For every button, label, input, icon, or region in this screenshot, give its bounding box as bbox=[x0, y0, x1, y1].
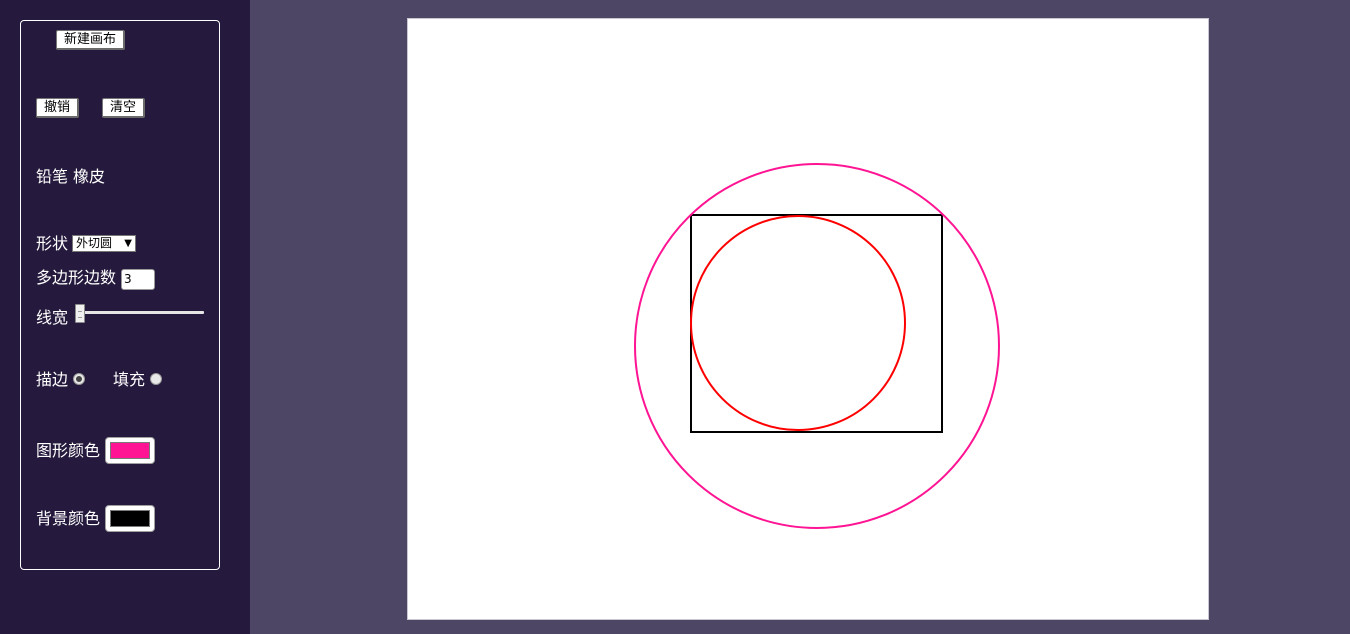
stroke-label: 描边 bbox=[36, 370, 69, 389]
drawn-inscribed-circle bbox=[690, 215, 906, 431]
shape-color-picker[interactable] bbox=[105, 437, 155, 464]
new-canvas-button[interactable]: 新建画布 bbox=[56, 30, 125, 50]
shape-select[interactable]: 外切圆 ▼ bbox=[72, 235, 136, 252]
background-color-swatch bbox=[110, 510, 150, 527]
polygon-sides-label: 多边形边数 bbox=[36, 268, 117, 287]
polygon-sides-input[interactable]: 3 bbox=[121, 269, 155, 290]
shape-color-swatch bbox=[110, 442, 150, 459]
line-width-label: 线宽 bbox=[36, 308, 69, 327]
dropdown-arrow-icon: ▼ bbox=[124, 238, 132, 249]
background-color-label: 背景颜色 bbox=[36, 509, 101, 528]
clear-button[interactable]: 清空 bbox=[102, 98, 145, 118]
shape-label: 形状 bbox=[36, 234, 69, 253]
line-width-slider-thumb[interactable] bbox=[75, 304, 85, 323]
undo-button[interactable]: 撤销 bbox=[36, 98, 79, 118]
tool-sidebar: 新建画布 撤销 清空 铅笔 橡皮 形状 外切圆 ▼ 多边形边数 3 线宽 描边 … bbox=[0, 0, 250, 634]
line-width-slider[interactable] bbox=[78, 311, 204, 314]
fill-radio[interactable] bbox=[150, 373, 162, 385]
eraser-tool[interactable]: 橡皮 bbox=[73, 167, 106, 186]
shape-select-value: 外切圆 bbox=[76, 236, 113, 250]
fill-label: 填充 bbox=[113, 370, 146, 389]
pencil-tool[interactable]: 铅笔 bbox=[36, 167, 69, 186]
stroke-radio[interactable] bbox=[73, 373, 85, 385]
shape-color-label: 图形颜色 bbox=[36, 441, 101, 460]
drawn-circumscribed-circle bbox=[634, 163, 1000, 529]
tool-panel bbox=[20, 20, 220, 570]
background-color-picker[interactable] bbox=[105, 505, 155, 532]
drawing-surface bbox=[634, 163, 1000, 529]
drawing-canvas[interactable] bbox=[407, 18, 1209, 620]
